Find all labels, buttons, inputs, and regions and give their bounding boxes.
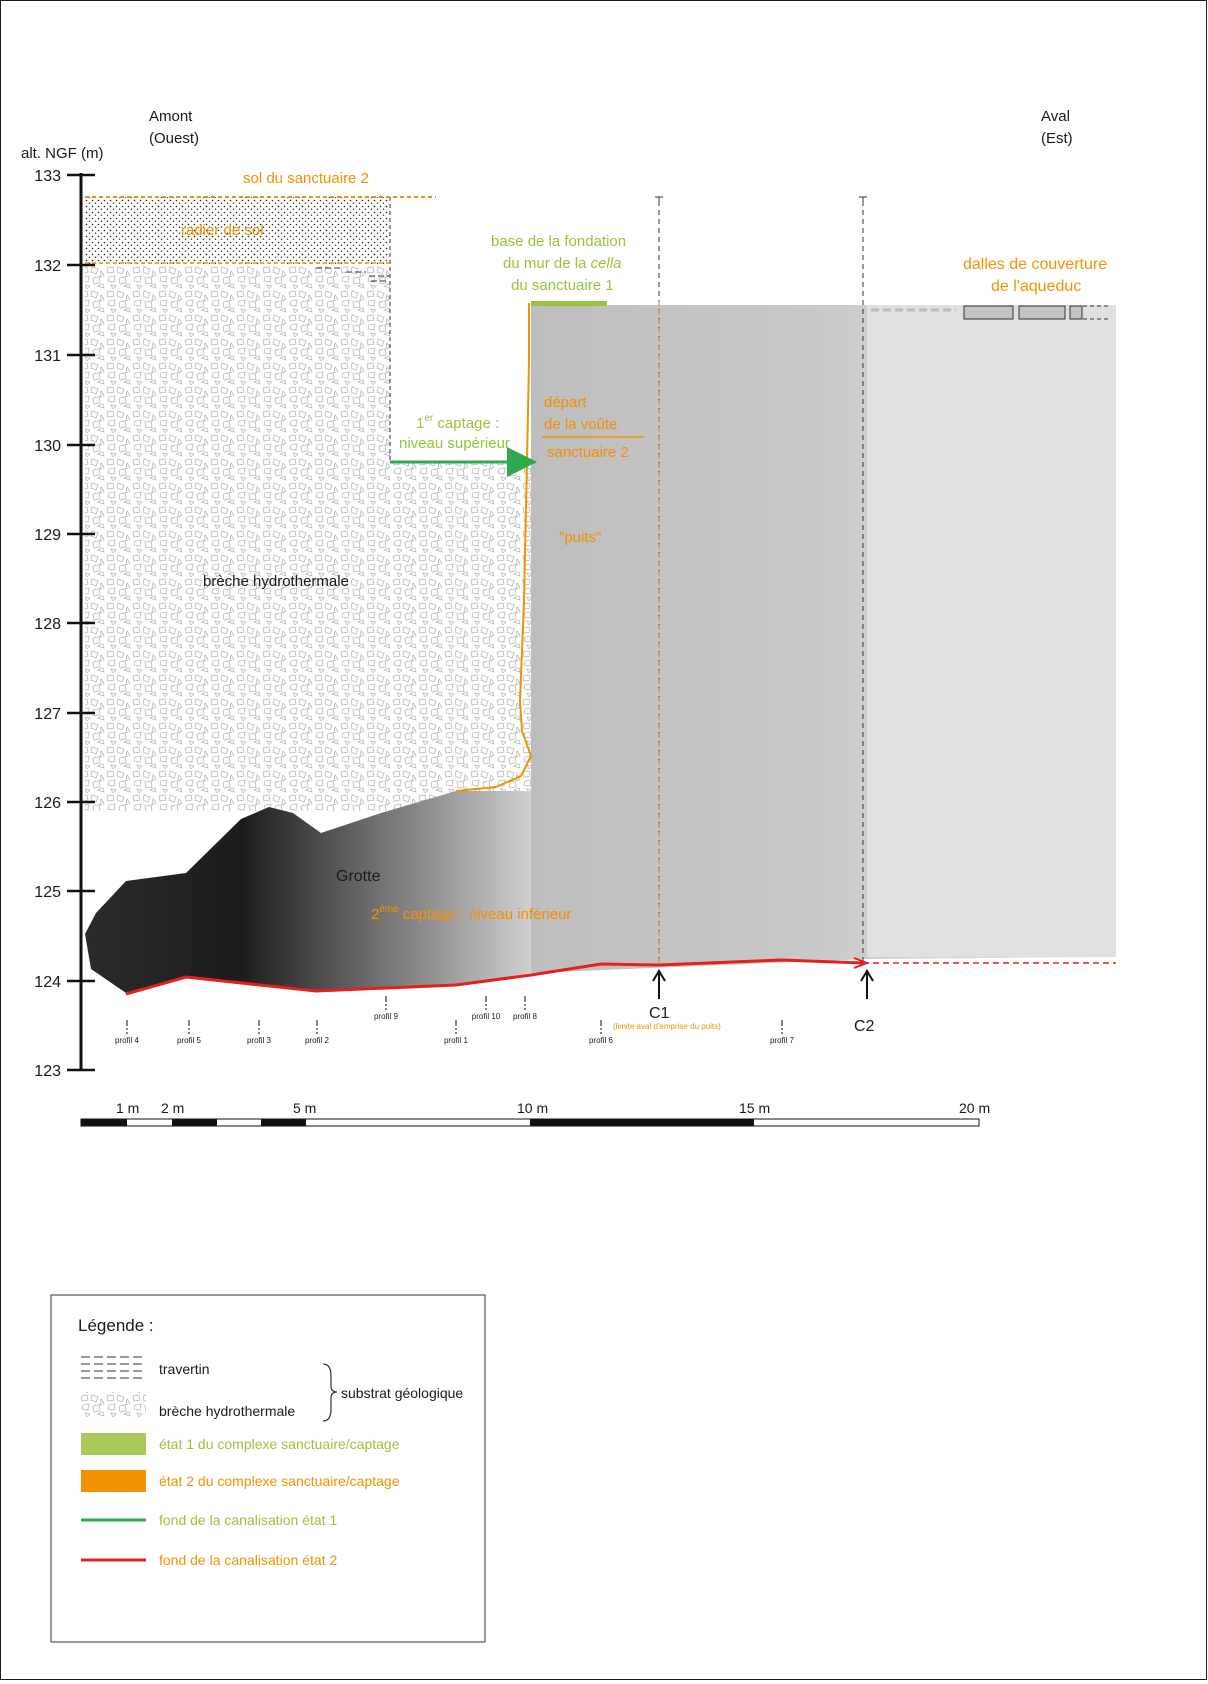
fondation-label-1: base de la fondation bbox=[491, 233, 626, 250]
legend-brace bbox=[322, 1363, 338, 1422]
profile-label: profil 6 bbox=[589, 1036, 614, 1045]
legend: Légende : travertin brèche hydrothermale… bbox=[50, 1294, 486, 1643]
tick-125: 125 bbox=[34, 884, 61, 901]
legend-travertin-swatch bbox=[81, 1356, 146, 1379]
profile-label: profil 5 bbox=[177, 1036, 202, 1045]
legend-etat2: état 2 du complexe sanctuaire/captage bbox=[159, 1473, 400, 1489]
radier-layer bbox=[85, 197, 389, 265]
legend-fond1: fond de la canalisation état 1 bbox=[159, 1512, 337, 1528]
profile-label: profil 7 bbox=[770, 1036, 795, 1045]
c1-arrow bbox=[652, 969, 666, 999]
upstream-label: Amont bbox=[149, 108, 193, 125]
sanctuaire2-label: sanctuaire 2 bbox=[547, 444, 629, 461]
tick-124: 124 bbox=[34, 974, 61, 991]
cave bbox=[85, 791, 531, 993]
dalles-label-1: dalles de couverture bbox=[963, 256, 1107, 273]
profile-label: profil 10 bbox=[472, 1012, 501, 1021]
tick-128: 128 bbox=[34, 616, 61, 633]
upstream-sub: (Ouest) bbox=[149, 130, 199, 147]
dalle-1 bbox=[963, 305, 1014, 320]
downstream-label: Aval bbox=[1041, 108, 1070, 125]
c2-label: C2 bbox=[854, 1018, 875, 1035]
profile-label: profil 8 bbox=[513, 1012, 538, 1021]
scale-bar bbox=[80, 1118, 980, 1127]
well-wall-line bbox=[455, 303, 533, 792]
aqueduct-light-zone bbox=[867, 305, 1116, 957]
tick-132: 132 bbox=[34, 258, 61, 275]
c1-note: (limite aval d'emprise du puits) bbox=[613, 1022, 721, 1031]
scale-label: 15 m bbox=[739, 1100, 770, 1116]
scale-label: 20 m bbox=[959, 1100, 990, 1116]
tick-130: 130 bbox=[34, 438, 61, 455]
profile-label: profil 3 bbox=[247, 1036, 272, 1045]
legend-travertin: travertin bbox=[159, 1361, 210, 1377]
profile-label: profil 2 bbox=[305, 1036, 330, 1045]
grotte-label: Grotte bbox=[336, 868, 381, 885]
altitude-axis bbox=[67, 173, 95, 1072]
c1-label: C1 bbox=[649, 1005, 670, 1022]
fondation-mark bbox=[531, 301, 607, 306]
profile-label: profil 9 bbox=[374, 1012, 399, 1021]
tick-133: 133 bbox=[34, 168, 61, 185]
scale-label: 1 m bbox=[116, 1100, 139, 1116]
legend-fond2: fond de la canalisation état 2 bbox=[159, 1552, 337, 1568]
scale-label: 2 m bbox=[161, 1100, 184, 1116]
profile-marks bbox=[126, 996, 783, 1034]
depart-label: départ bbox=[544, 394, 587, 411]
legend-etat1-swatch bbox=[81, 1433, 146, 1455]
legend-substrat: substrat géologique bbox=[341, 1385, 463, 1401]
fondation-label-2: du mur de la cella bbox=[503, 255, 621, 272]
voute-label: de la voûte bbox=[544, 416, 617, 433]
legend-breche: brèche hydrothermale bbox=[159, 1403, 295, 1419]
sol-sanctuaire-label: sol du sanctuaire 2 bbox=[243, 170, 369, 187]
travertin-marks bbox=[316, 267, 389, 282]
scale-label: 5 m bbox=[293, 1100, 316, 1116]
fondation-label-3: du sanctuaire 1 bbox=[511, 277, 614, 294]
legend-etat2-swatch bbox=[81, 1470, 146, 1492]
legend-etat1: état 1 du complexe sanctuaire/captage bbox=[159, 1436, 400, 1452]
tick-131: 131 bbox=[34, 348, 61, 365]
dalle-2 bbox=[1018, 305, 1066, 320]
captage1-sub: niveau supérieur bbox=[399, 435, 510, 452]
profile-label: profil 4 bbox=[115, 1036, 140, 1045]
radier-label: radier de sol bbox=[181, 222, 264, 239]
dalles-label-2: de l'aqueduc bbox=[991, 278, 1081, 295]
captage1-label: 1er captage : bbox=[416, 413, 499, 432]
c2-arrow bbox=[860, 969, 874, 999]
profile-label: profil 1 bbox=[444, 1036, 469, 1045]
downstream-sub: (Est) bbox=[1041, 130, 1073, 147]
tick-126: 126 bbox=[34, 795, 61, 812]
captage2-label: 2ème captage : niveau inférieur bbox=[371, 904, 571, 923]
canal-etat2 bbox=[125, 958, 864, 996]
legend-title: Légende : bbox=[78, 1316, 154, 1335]
breche-label: brèche hydrothermale bbox=[203, 573, 349, 590]
tick-123: 123 bbox=[34, 1063, 61, 1080]
legend-breche-swatch bbox=[81, 1392, 146, 1418]
tick-129: 129 bbox=[34, 527, 61, 544]
dalle-3 bbox=[1069, 305, 1083, 320]
scale-label: 10 m bbox=[517, 1100, 548, 1116]
axis-title: alt. NGF (m) bbox=[21, 145, 104, 162]
upper-cut bbox=[390, 197, 532, 462]
tick-127: 127 bbox=[34, 706, 61, 723]
puits-label: "puits" bbox=[559, 529, 601, 546]
